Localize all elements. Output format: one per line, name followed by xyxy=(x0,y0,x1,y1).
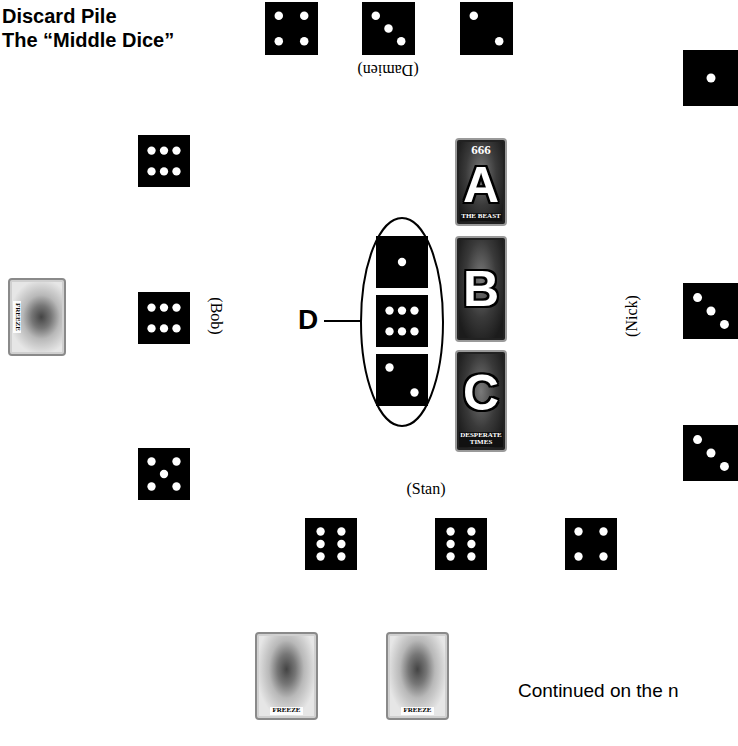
die xyxy=(138,448,190,500)
card-text: FREEZE xyxy=(401,707,433,715)
heading-text: The “Middle Dice” xyxy=(2,28,174,52)
card-text: DESPERATE TIMES xyxy=(459,432,503,447)
die xyxy=(305,518,357,570)
note-text: Continued on the n xyxy=(518,680,679,703)
card-text: 666 xyxy=(471,143,491,156)
die xyxy=(265,2,318,55)
card-text: FREEZE xyxy=(270,707,302,715)
die xyxy=(565,518,617,570)
card-letter: B xyxy=(463,264,499,314)
card-text: FREEZE xyxy=(13,301,21,333)
game-card: C DESPERATE TIMES xyxy=(455,350,507,452)
middle-dice-ellipse xyxy=(361,218,443,426)
die xyxy=(138,135,190,187)
die xyxy=(138,292,190,344)
die xyxy=(683,425,738,481)
game-card: B xyxy=(455,236,507,342)
die xyxy=(376,295,428,347)
die xyxy=(460,2,513,55)
freeze-card: FREEZE xyxy=(386,632,449,720)
die xyxy=(683,50,738,106)
leader-line xyxy=(324,320,361,322)
die xyxy=(683,283,738,339)
player-name: (Nick) xyxy=(623,295,641,337)
player-name: (Damien) xyxy=(357,61,418,79)
card-text: C xyxy=(463,368,499,418)
die xyxy=(376,236,428,288)
heading-text: Discard Pile xyxy=(2,4,117,28)
freeze-card: FREEZE xyxy=(8,278,66,356)
die xyxy=(435,518,487,570)
die xyxy=(362,2,415,55)
player-name: (Bob) xyxy=(207,297,225,334)
game-card: 666A THE BEAST xyxy=(455,138,507,226)
card-text: THE BEAST xyxy=(460,213,502,221)
freeze-card: FREEZE xyxy=(255,632,318,720)
player-name: (Stan) xyxy=(406,480,445,498)
callout-letter: D xyxy=(298,306,318,334)
die xyxy=(376,354,428,406)
card-text: A xyxy=(463,160,499,210)
